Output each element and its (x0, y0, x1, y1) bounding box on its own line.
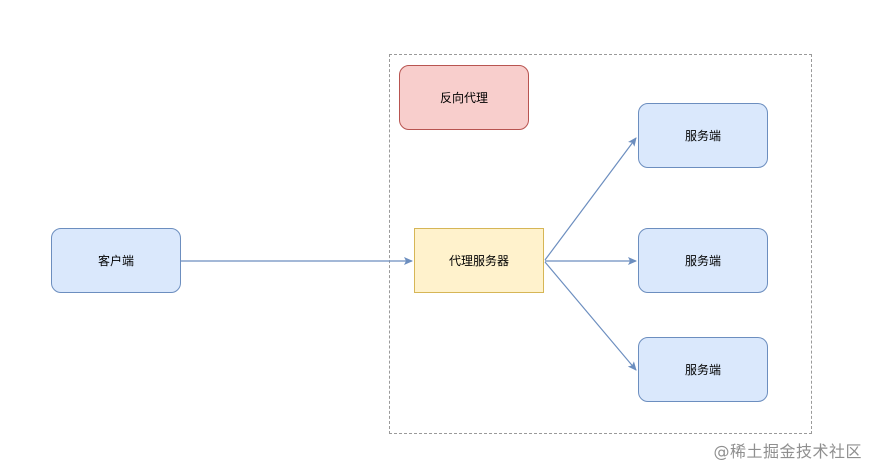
server-node-3[interactable]: 服务端 (638, 337, 768, 402)
reverse-proxy-group (389, 54, 812, 434)
server-label-1: 服务端 (684, 129, 721, 143)
server-label-2: 服务端 (684, 254, 721, 268)
reverse-proxy-node[interactable]: 反向代理 (399, 65, 529, 130)
server-label-3: 服务端 (684, 363, 721, 377)
server-node-1[interactable]: 服务端 (638, 103, 768, 168)
watermark: @稀土掘金技术社区 (713, 442, 862, 461)
server-node-2[interactable]: 服务端 (638, 228, 768, 293)
client-node[interactable]: 客户端 (51, 228, 181, 293)
reverse-proxy-label: 反向代理 (439, 91, 488, 105)
proxy-server-node[interactable]: 代理服务器 (414, 228, 544, 293)
proxy-server-label: 代理服务器 (448, 254, 509, 268)
client-label: 客户端 (97, 254, 134, 268)
